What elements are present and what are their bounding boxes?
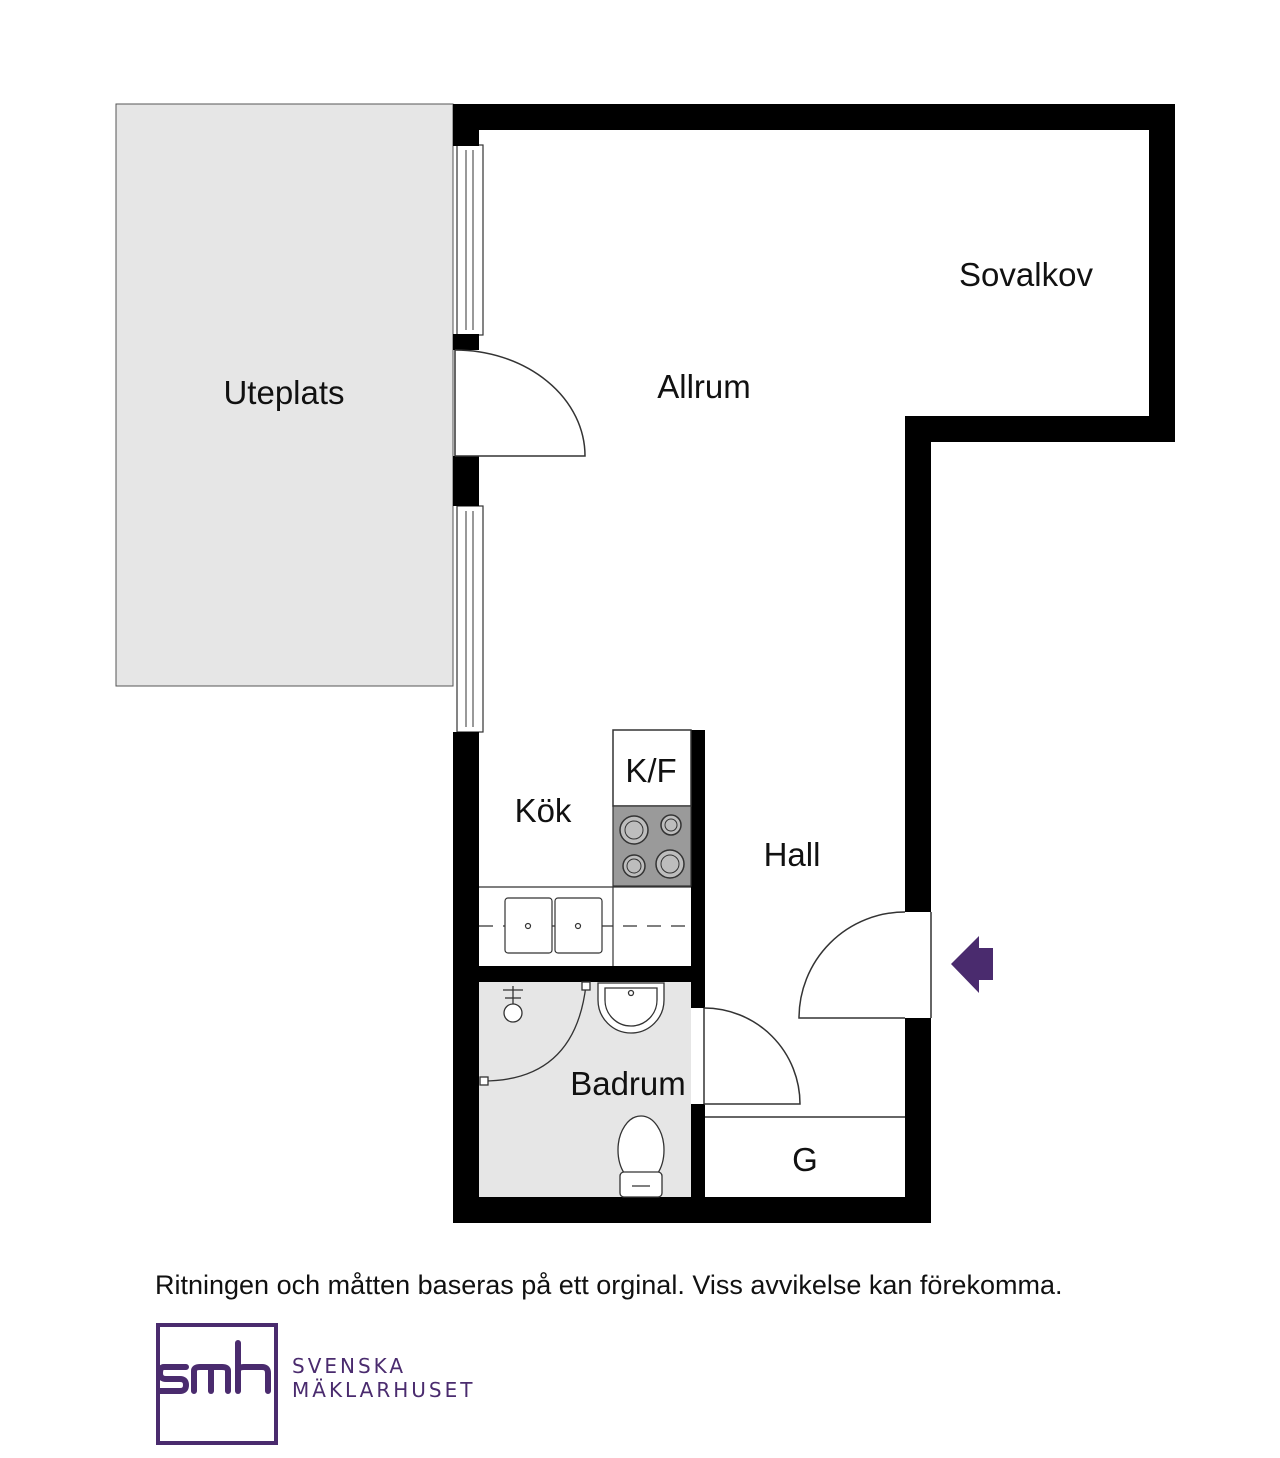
room-label-kok: Kök (515, 792, 572, 829)
room-label-allrum: Allrum (657, 368, 751, 405)
room-label-uteplats: Uteplats (223, 374, 344, 411)
entrance-arrow-icon (951, 936, 993, 993)
kitchen-sink (504, 897, 603, 954)
shower (479, 981, 591, 1086)
patio-area (115, 103, 454, 687)
stove (612, 805, 692, 887)
smh-logo (156, 1323, 278, 1445)
toilet (617, 1115, 665, 1198)
window-upper (456, 144, 484, 336)
room-label-g: G (792, 1141, 818, 1178)
fridge-freezer (612, 729, 692, 807)
window-lower (456, 505, 484, 733)
room-label-kf: K/F (625, 752, 676, 789)
disclaimer-text: Ritningen och måtten baseras på ett orgi… (155, 1270, 1063, 1300)
room-label-badrum: Badrum (570, 1065, 686, 1102)
room-label-hall: Hall (764, 836, 821, 873)
bathroom-sink (597, 982, 665, 1034)
brand-name-line1: SVENSKA (292, 1354, 407, 1378)
bathroom-door[interactable] (703, 1007, 801, 1105)
room-label-sovalkov: Sovalkov (959, 256, 1093, 293)
walls (453, 104, 1175, 1223)
brand-name-line2: MÄKLARHUSET (292, 1378, 476, 1402)
entrance-door[interactable] (798, 911, 932, 1019)
patio-door[interactable] (454, 349, 586, 457)
